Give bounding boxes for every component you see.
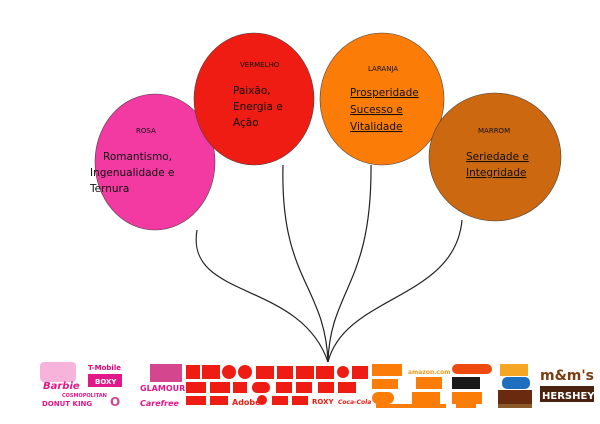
balloon-marrom-shape (428, 92, 562, 222)
logo-group-red: Adobe ROXY Coca-Cola (186, 365, 371, 407)
balloon-rosa-line-3: Ternura (89, 183, 129, 195)
logo-hersheys: HERSHEY'S (542, 391, 600, 402)
logo-group-pink: Barbie T-Mobile BOXY GLAMOUR COSMOPOLITA… (40, 362, 185, 409)
balloon-laranja-line-1: Prosperidade (350, 87, 419, 99)
string-marrom (327, 219, 463, 363)
balloon-vermelho-line-1: Paixão, (233, 85, 271, 97)
balloon-vermelho: VERMELHO Paixão, Energia e Ação (193, 32, 315, 166)
balloon-laranja-title: LARANJA (368, 65, 398, 73)
logo-mms: m&m's (540, 368, 594, 384)
logo-tmobile: T-Mobile (88, 364, 121, 372)
balloon-laranja-line-3: Vitalidade (350, 121, 402, 133)
logo-barbie: Barbie (43, 381, 80, 392)
logo-cosmopolitan: COSMOPOLITAN (62, 393, 107, 399)
logo-o: O (110, 395, 120, 409)
balloon-laranja: LARANJA Prosperidade Sucesso e Vitalidad… (319, 32, 445, 166)
balloon-rosa-shape (94, 93, 216, 231)
logo-carefree: Carefree (140, 399, 179, 408)
string-vermelho (282, 164, 329, 363)
logo-coca-cola: Coca-Cola (338, 399, 371, 406)
string-laranja (327, 164, 372, 363)
balloon-rosa-title: ROSA (136, 127, 156, 135)
balloon-marrom-line-1: Seriedade e (466, 151, 529, 163)
balloon-marrom-line-2: Integridade (466, 167, 526, 179)
balloon-marrom-title: MARROM (478, 127, 510, 135)
logo-group-orange: amazon.com (372, 364, 532, 408)
logo-roxy: ROXY (312, 398, 334, 406)
logo-boxy: BOXY (95, 378, 117, 386)
balloon-vermelho-shape (193, 32, 315, 166)
balloon-vermelho-line-3: Ação (233, 117, 259, 129)
logo-group-brown: m&m's HERSHEY'S (540, 368, 600, 402)
logo-adobe: Adobe (232, 398, 261, 407)
balloon-rosa-line-1: Romantismo, (103, 151, 172, 163)
balloon-strings (195, 164, 463, 363)
balloon-marrom: MARROM Seriedade e Integridade (428, 92, 562, 222)
balloon-laranja-shape (319, 32, 445, 166)
logo-glamour: GLAMOUR (140, 384, 185, 393)
balloon-laranja-line-2: Sucesso e (350, 104, 403, 116)
string-rosa (195, 229, 329, 363)
balloon-rosa: ROSA Romantismo, Ingenualidade e Ternura (89, 93, 216, 231)
logo-donut-king: DONUT KING (42, 400, 92, 408)
brand-logo-strip: Barbie T-Mobile BOXY GLAMOUR COSMOPOLITA… (40, 362, 600, 409)
balloon-vermelho-title: VERMELHO (240, 61, 280, 69)
balloon-vermelho-line-2: Energia e (233, 101, 283, 113)
logo-amazon: amazon.com (408, 369, 450, 376)
balloon-rosa-line-2: Ingenualidade e (90, 167, 174, 179)
